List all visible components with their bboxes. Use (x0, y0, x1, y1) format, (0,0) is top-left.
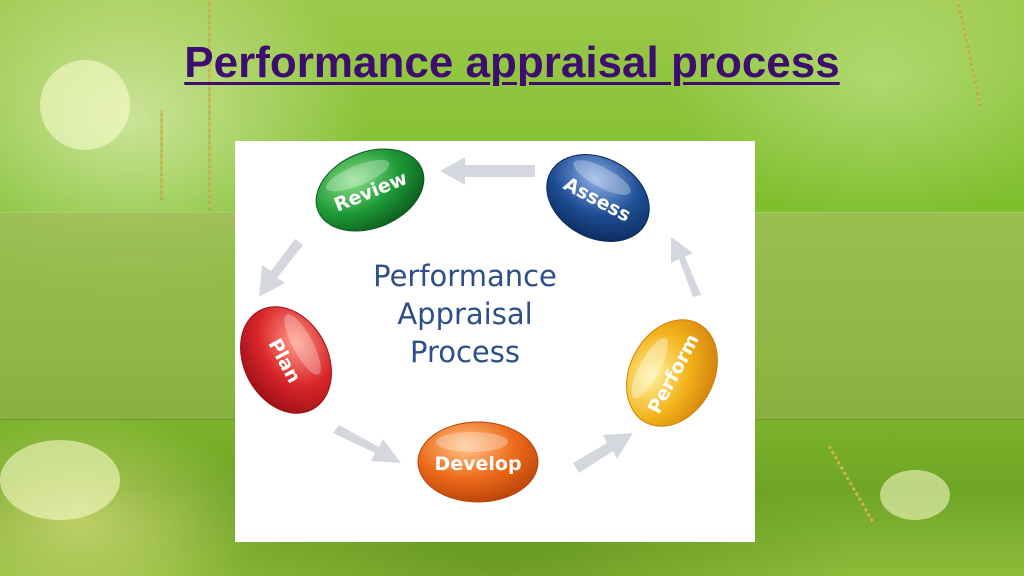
stage-develop-highlight (436, 432, 508, 452)
stage-assess-highlight (573, 160, 631, 195)
arrow-perform-to-assess (671, 237, 701, 297)
stage-develop: Develop (417, 421, 539, 503)
tinsel-strand (827, 445, 876, 525)
stage-perform-highlight (631, 337, 668, 399)
stage-develop-ellipse (417, 421, 539, 503)
arrow-plan-to-develop (333, 425, 401, 463)
stage-plan-ellipse (240, 306, 332, 414)
stage-assess-ellipse (546, 154, 650, 242)
stage-perform-ellipse (626, 319, 718, 427)
center-line-2: Appraisal (397, 297, 533, 331)
stage-review: Review (315, 148, 425, 232)
stage-review-ellipse (315, 148, 425, 232)
stage-develop-label: Develop (434, 453, 521, 475)
stage-review-highlight (325, 159, 390, 192)
diagram-panel: Review Assess Plan Perform Develop Perfo (235, 141, 755, 542)
center-line-1: Performance (373, 259, 557, 293)
bokeh-light (0, 440, 120, 520)
arrow-assess-to-review (440, 157, 535, 185)
tinsel-strand (208, 0, 211, 210)
bokeh-light (40, 60, 130, 150)
slide-title: Performance appraisal process (184, 38, 840, 87)
arrow-develop-to-perform (573, 433, 633, 473)
diagram-center-title: Performance Appraisal Process (345, 257, 585, 371)
cycle-arrows (259, 157, 701, 473)
center-line-3: Process (409, 335, 520, 369)
stage-plan: Plan (240, 306, 332, 414)
stage-perform: Perform (626, 319, 718, 427)
tinsel-strand (160, 110, 163, 200)
bokeh-light (880, 470, 950, 520)
arrow-review-to-plan (259, 239, 303, 297)
stage-assess: Assess (546, 154, 650, 242)
stage-plan-highlight (284, 313, 321, 375)
cycle-diagram: Review Assess Plan Perform Develop (240, 148, 718, 503)
